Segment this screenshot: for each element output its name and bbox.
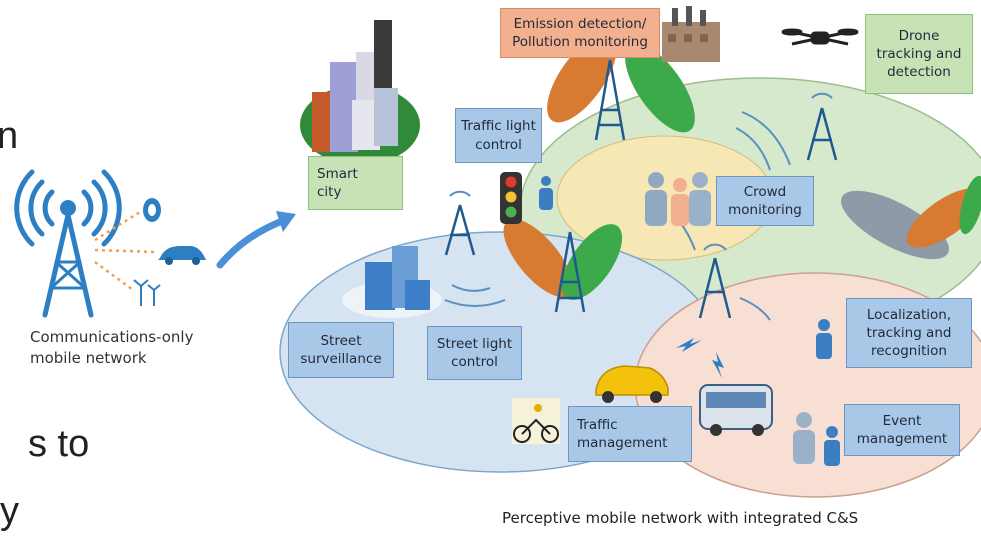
smart-city-buildings-icon <box>300 20 420 165</box>
traffic-light-icon <box>500 172 522 224</box>
event-management-label: Event management <box>844 404 960 456</box>
factory-icon <box>662 6 720 62</box>
lightning-signal-icons <box>676 338 724 378</box>
street-surveillance-label: Street surveillance <box>288 322 394 378</box>
street-light-control-label: Street light control <box>427 326 522 380</box>
taxi-icon <box>595 365 669 403</box>
cyclist-icon <box>512 398 560 444</box>
bus-icon <box>699 384 773 436</box>
transition-arrow-icon <box>216 216 289 269</box>
phone-device-icon <box>143 198 161 222</box>
people-icons <box>539 172 840 466</box>
perceptive-network-caption: Perceptive mobile network with integrate… <box>502 509 859 527</box>
slide-text-fragment-3: y <box>0 490 19 532</box>
drone-icon <box>781 28 859 46</box>
base-station-towers <box>444 59 838 319</box>
crowd-monitoring-label: Crowd monitoring <box>716 176 814 226</box>
wind-turbine-icon <box>133 279 161 306</box>
city-blue-buildings-icon <box>342 246 442 318</box>
slide-text-fragment-2: s to <box>28 423 90 465</box>
drone-tracking-label: Drone tracking and detection <box>865 14 973 94</box>
communications-only-caption: Communications-only mobile network <box>30 328 194 367</box>
transition-arrow-head <box>276 211 296 232</box>
car-device-icon <box>158 246 206 265</box>
communication-links <box>94 210 156 292</box>
localization-label: Localization, tracking and recognition <box>846 298 972 368</box>
smart-city-label: Smart city <box>308 156 403 210</box>
traffic-light-control-label: Traffic light control <box>455 108 542 163</box>
slide-text-fragment-1: n <box>0 115 19 157</box>
traffic-management-label: Traffic management <box>568 406 692 462</box>
emission-detection-label: Emission detection/ Pollution monitoring <box>500 8 660 58</box>
communications-tower-icon <box>14 169 122 318</box>
